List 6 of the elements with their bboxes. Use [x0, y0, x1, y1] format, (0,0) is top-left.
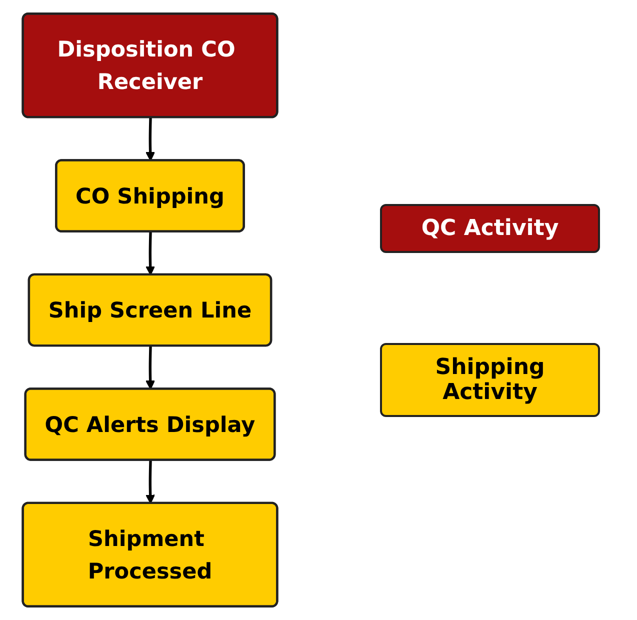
arrow — [146, 118, 156, 162]
legend-entry: QC Activity — [380, 204, 600, 252]
arrow — [146, 346, 156, 390]
arrow — [146, 232, 156, 276]
arrow — [146, 460, 156, 504]
legend-entry: Shipping Activity — [380, 342, 600, 416]
